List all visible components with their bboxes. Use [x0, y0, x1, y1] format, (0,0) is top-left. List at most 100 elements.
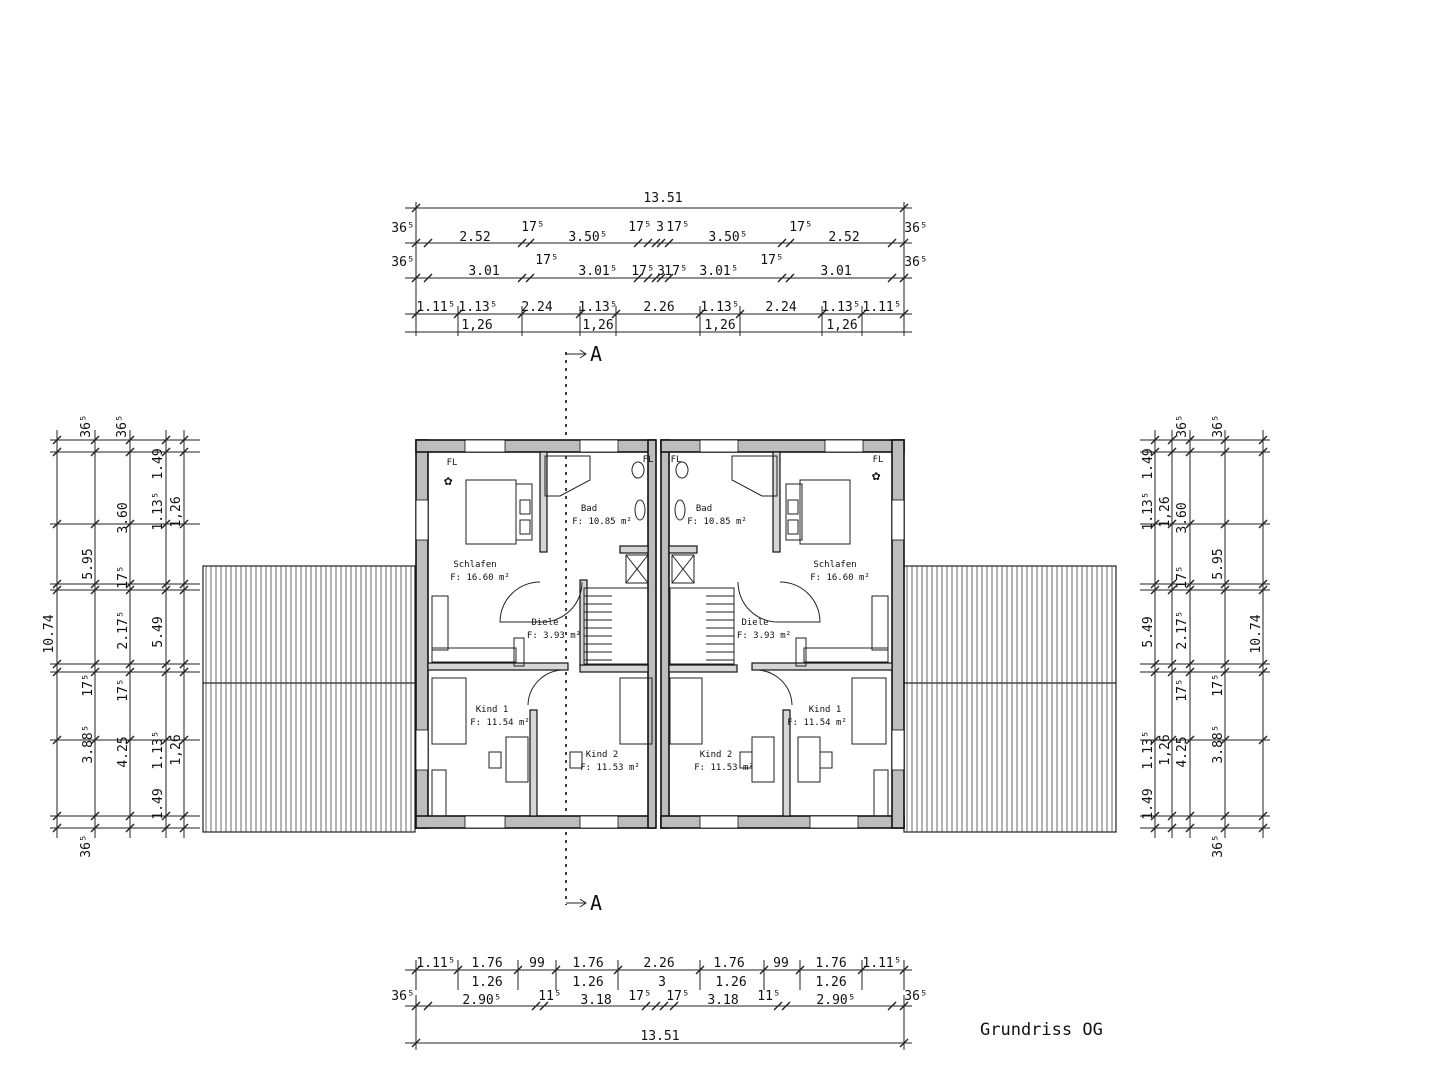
- section-line-a: A A: [565, 342, 602, 915]
- room-name: Schlafen: [813, 560, 856, 570]
- room-name: Kind 1: [809, 705, 842, 715]
- dim-b1-0: 1.11⁵: [416, 956, 455, 971]
- dimension-tick: [643, 238, 653, 248]
- dimension-tick: [651, 238, 661, 248]
- dim-side-wall-left-bottom: 36⁵: [79, 834, 94, 857]
- right-dimension-chains: 10.74 5.95 17⁵ 3.88⁵ 36⁵ 36⁵ 36⁵ 3.60 17…: [1140, 414, 1270, 858]
- room-area: F: 11.54 m²: [470, 718, 530, 728]
- left-dimension-chains: 10.74 5.95 17⁵ 3.88⁵ 36⁵ 36⁵ 36⁵ 3.60 17…: [42, 414, 200, 858]
- dim-r2-5: 17⁵: [664, 264, 687, 279]
- room-area: F: 3.93 m²: [527, 631, 581, 641]
- dim-b1sub-2: 3: [658, 975, 666, 990]
- dimension-tick: [785, 238, 795, 248]
- dim-b-wall-right: 36⁵: [904, 989, 927, 1004]
- dim-r1-7: 17⁵: [789, 220, 812, 235]
- dim-side-b3-right: 17⁵: [1175, 678, 1190, 701]
- dim-r2-0: 3.01: [468, 264, 499, 279]
- dim-r1-0: 2.52: [459, 230, 490, 245]
- room-labels: Schlafen F: 16.60 m² Bad F: 10.85 m² Die…: [450, 504, 870, 773]
- dimension-tick: [423, 1001, 433, 1011]
- drawing-title: Grundriss OG: [980, 1020, 1103, 1040]
- dim-r3-sub-2: 1,26: [704, 318, 735, 333]
- room-name: Kind 2: [700, 750, 733, 760]
- right-roof-hatch: [903, 565, 1117, 833]
- fixtures: ✿ ✿ FL FL FL FL: [431, 455, 889, 817]
- room-area: F: 11.54 m²: [787, 718, 847, 728]
- dimension-tick: [887, 1001, 897, 1011]
- dimension-tick: [517, 238, 527, 248]
- dimension-tick: [633, 273, 643, 283]
- dim-r2-8: 3.01: [820, 264, 851, 279]
- dim-side-b4-right: 4.25: [1175, 736, 1190, 767]
- dim-side-b3-left: 17⁵: [116, 678, 131, 701]
- room-name: Kind 2: [586, 750, 619, 760]
- dim-r1-3: 17⁵: [628, 220, 651, 235]
- dim-wall-left-2: 36⁵: [391, 255, 414, 270]
- dimension-tick: [659, 1001, 669, 1011]
- dim-r3-5: 1.13⁵: [700, 300, 739, 315]
- room-area: F: 16.60 m²: [810, 573, 870, 583]
- dim-r1-8: 2.52: [828, 230, 859, 245]
- dim-side-wall-right-top: 36⁵: [1211, 414, 1226, 437]
- room-area: F: 10.85 m²: [572, 517, 632, 527]
- dimension-tick: [517, 273, 527, 283]
- dimension-tick: [643, 273, 653, 283]
- dim-side-b2-right: 2.17⁵: [1175, 610, 1190, 649]
- dim-r1-1: 17⁵: [521, 220, 544, 235]
- dim-side-b2-left: 2.17⁵: [116, 610, 131, 649]
- section-marker-top: A: [590, 342, 602, 366]
- dimension-tick: [887, 238, 897, 248]
- dim-side-wall-right-top-2: 36⁵: [1175, 414, 1190, 437]
- room-name: Diele: [741, 618, 768, 628]
- dim-b1sub-1: 1.26: [572, 975, 603, 990]
- building-walls: [415, 439, 905, 829]
- dimension-tick: [423, 273, 433, 283]
- room-area: F: 16.60 m²: [450, 573, 510, 583]
- dim-b2-4: 17⁵: [666, 989, 689, 1004]
- dim-b2-1: 11⁵: [538, 989, 561, 1004]
- dim-side-d1-left: 1.13⁵: [151, 491, 166, 530]
- dim-side-b1-left: 17⁵: [116, 565, 131, 588]
- dim-r1-6: 3.50⁵: [708, 230, 747, 245]
- dim-r3-0: 1.11⁵: [416, 300, 455, 315]
- dim-side-d2-right: 1.13⁵: [1141, 730, 1156, 769]
- section-marker-bottom: A: [590, 891, 602, 915]
- fl-label-2: FL: [643, 455, 654, 465]
- room-name: Kind 1: [476, 705, 509, 715]
- plant-icon-right: ✿: [872, 468, 881, 484]
- dim-b1sub-3: 1.26: [715, 975, 746, 990]
- dim-r2-7: 17⁵: [760, 253, 783, 268]
- dim-r3-2: 2.24: [521, 300, 552, 315]
- dimension-tick: [664, 238, 674, 248]
- dim-side-a2-right: 3.88⁵: [1211, 724, 1226, 763]
- dim-overall-bottom: 13.51: [640, 1029, 679, 1044]
- dimension-tick: [531, 1001, 541, 1011]
- dimension-tick: [525, 273, 535, 283]
- room-area: F: 11.53 m²: [580, 763, 640, 773]
- room-area: F: 11.53 m²: [694, 763, 754, 773]
- dim-b1sub-0: 1.26: [471, 975, 502, 990]
- dim-r3-6: 2.24: [765, 300, 796, 315]
- dim-r3-1: 1.13⁵: [458, 300, 497, 315]
- dim-side-wall-left-top-2: 36⁵: [115, 414, 130, 437]
- dim-b1sub-4: 1.26: [815, 975, 846, 990]
- dim-side-a1-right: 17⁵: [1211, 673, 1226, 696]
- dim-side-d2-left: 1.13⁵: [151, 730, 166, 769]
- dim-b2-5: 3.18: [707, 993, 738, 1008]
- dim-overall-top: 13.51: [643, 191, 682, 206]
- fl-label-3: FL: [671, 455, 682, 465]
- bottom-dimension-chains: 1.11⁵ 1.76 99 1.76 2.26 1.76 99 1.76 1.1…: [391, 956, 928, 1050]
- dim-wall-left-1: 36⁵: [391, 221, 414, 236]
- dimension-tick: [423, 238, 433, 248]
- dim-b2-3: 17⁵: [628, 989, 651, 1004]
- dimension-tick: [777, 273, 787, 283]
- dim-side-c0-right: 5.49: [1141, 616, 1156, 647]
- dim-side-b4-left: 4.25: [116, 736, 131, 767]
- dim-r1-2: 3.50⁵: [568, 230, 607, 245]
- left-roof-hatch: [202, 565, 416, 833]
- room-name: Bad: [581, 504, 597, 514]
- dimension-tick: [651, 273, 661, 283]
- dim-r2-3: 17⁵: [631, 264, 654, 279]
